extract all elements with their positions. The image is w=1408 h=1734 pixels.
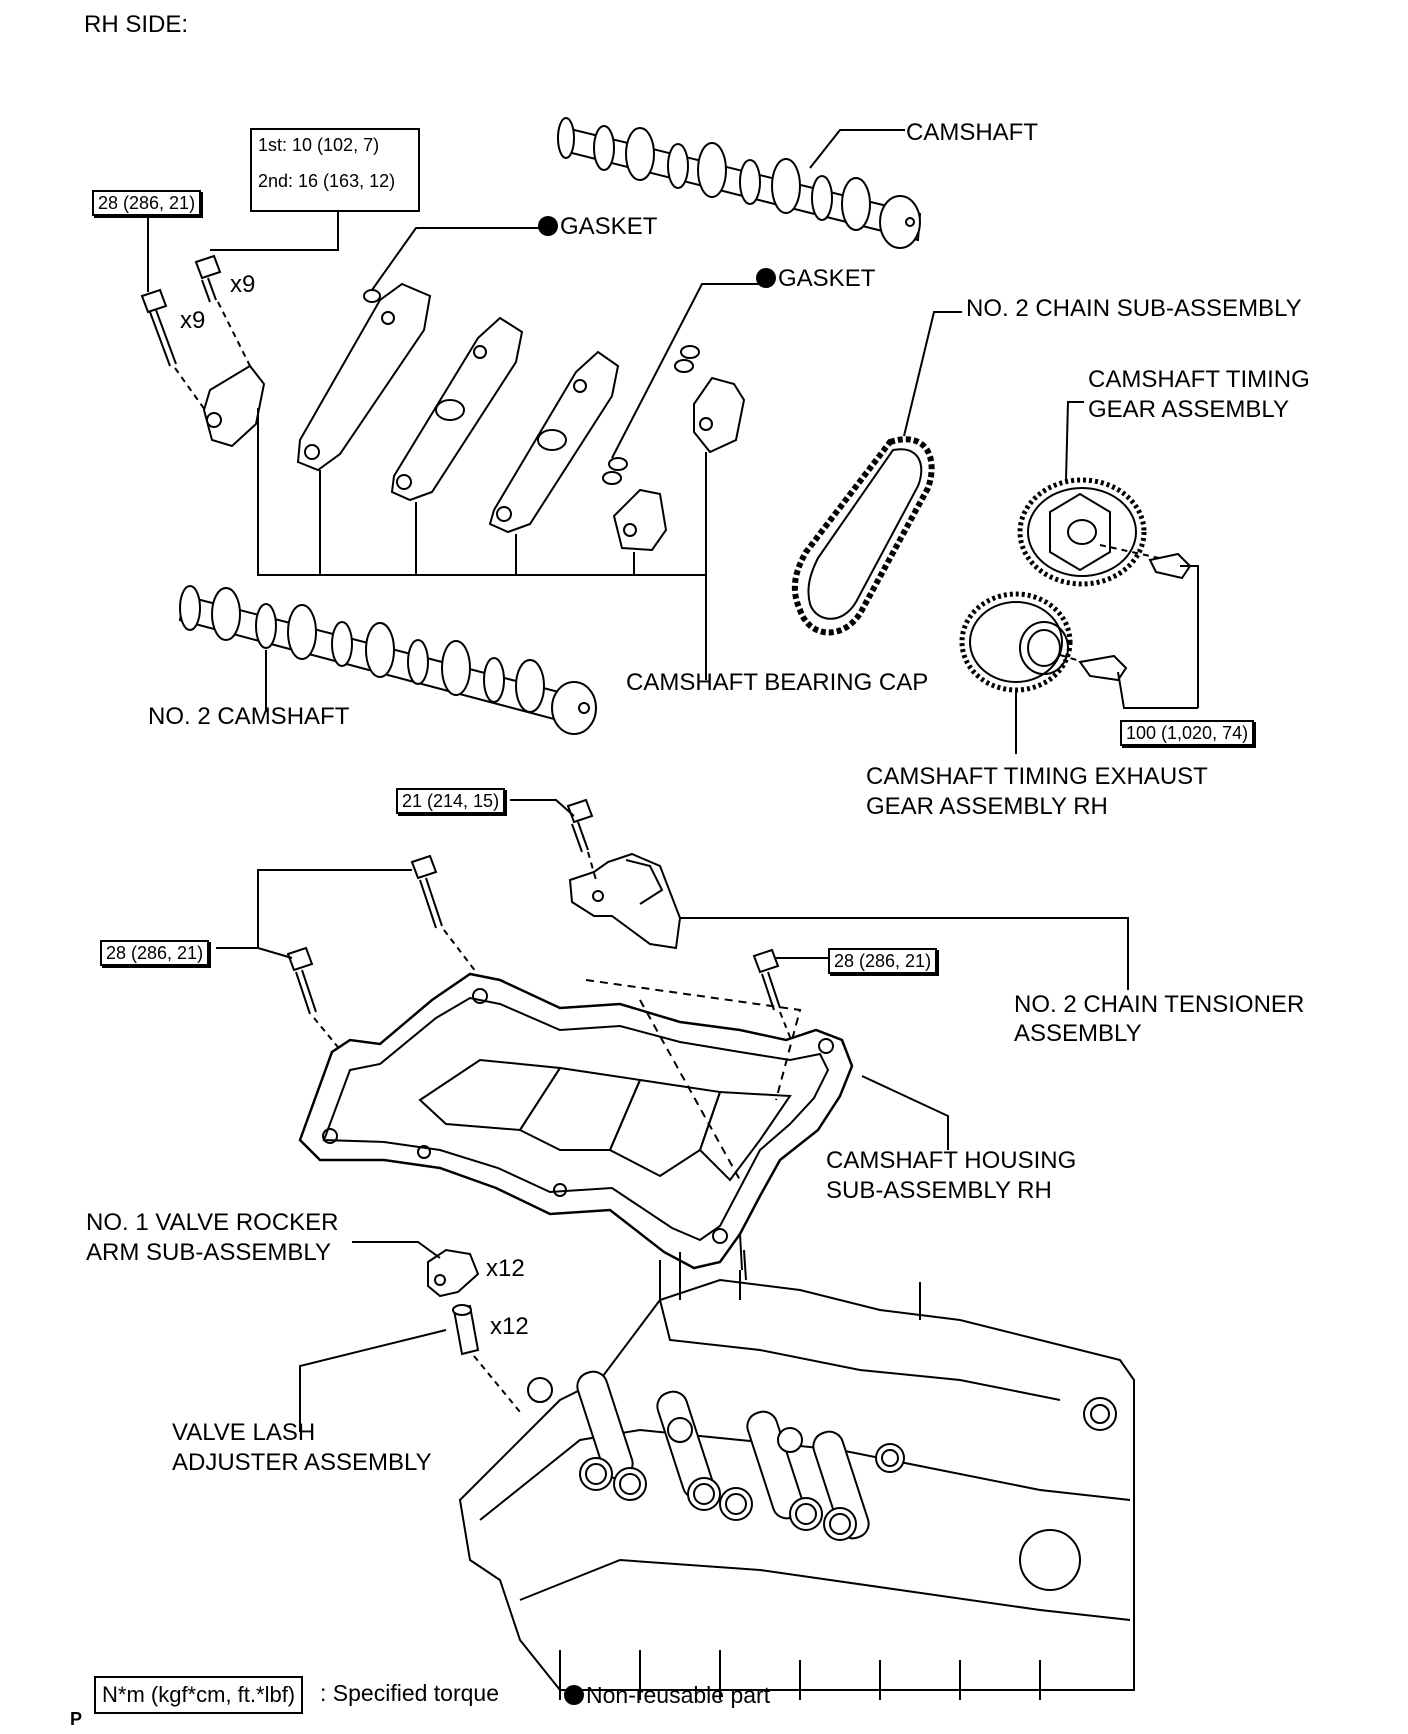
label-tensioner-line2: ASSEMBLY [1014,1020,1142,1047]
torque-housing-bolt-right: 28 (286, 21) [828,948,938,974]
label-rocker-line1: NO. 1 VALVE ROCKER [86,1209,339,1236]
nonreusable-dot-icon [756,268,776,288]
corner-mark: P [70,1709,83,1729]
torque-gear-bolt: 100 (1,020, 74) [1120,720,1255,746]
rocker-and-lash [299,1241,521,1432]
label-camshaft: CAMSHAFT [906,119,1038,146]
bearing-cap-leaders [257,408,707,680]
label-housing-line1: CAMSHAFT HOUSING [826,1147,1077,1174]
label-gasket-2-text: GASKET [778,265,876,292]
housing-bolts [216,854,828,1053]
torque-cap-bolt-outer: 28 (286, 21) [92,190,202,216]
label-tensioner-line1: NO. 2 CHAIN TENSIONER [1014,991,1305,1018]
label-rocker-line2: ARM SUB-ASSEMBLY [86,1239,331,1266]
qty-lash: x12 [490,1313,529,1340]
nonreusable-dot-icon [538,216,558,236]
label-exhaust-gear-line1: CAMSHAFT TIMING EXHAUST [866,763,1208,790]
cylinder-head-part [458,1252,1135,1700]
torque-first-step: 1st: 10 (102, 7) [258,135,380,155]
torque-housing-bolt-left: 28 (286, 21) [100,940,210,966]
label-no2-chain: NO. 2 CHAIN SUB-ASSEMBLY [966,295,1302,322]
exhaust-gear-part [959,591,1198,754]
torque-second-step: 2nd: 16 (163, 12) [258,171,396,191]
no2-camshaft-part [178,585,597,735]
tensioner-part [510,798,1129,990]
label-exhaust-gear-line2: GEAR ASSEMBLY RH [866,793,1108,820]
timing-gear-part [1017,401,1199,708]
qty-bolts-outer: x9 [180,307,206,334]
bearing-caps [202,282,746,552]
cap-bolts [140,210,339,411]
label-gasket-1-text: GASKET [560,213,658,240]
label-gasket-1: GASKET [538,212,657,242]
label-gasket-2: GASKET [756,264,875,294]
legend-torque-box: N*m (kgf*cm, ft.*lbf) [94,1676,304,1714]
nonreusable-dot-icon [564,1685,584,1705]
page-heading: RH SIDE: [84,11,189,38]
label-bearing-cap: CAMSHAFT BEARING CAP [626,669,929,696]
legend-nonreusable-text: Non-reusable part [586,1682,771,1708]
qty-rocker: x12 [486,1255,525,1282]
label-housing-line2: SUB-ASSEMBLY RH [826,1177,1052,1204]
legend-torque-text: : Specified torque [320,1680,500,1706]
qty-bolts-inner: x9 [230,271,256,298]
label-lash-line1: VALVE LASH [172,1419,316,1446]
gaskets [363,227,760,485]
label-no2-camshaft: NO. 2 CAMSHAFT [148,703,350,730]
no2-chain-part [791,311,962,636]
camshaft-part [557,117,922,249]
legend-nonreusable: Non-reusable part [564,1680,770,1710]
label-timing-gear-line2: GEAR ASSEMBLY [1088,396,1289,423]
label-lash-line2: ADJUSTER ASSEMBLY [172,1449,432,1476]
torque-tensioner-bolt: 21 (214, 15) [396,788,506,814]
torque-cap-bolt-two-step: 1st: 10 (102, 7) 2nd: 16 (163, 12) [250,128,420,212]
label-timing-gear-line1: CAMSHAFT TIMING [1088,366,1310,393]
camshaft-housing-part [298,972,949,1281]
